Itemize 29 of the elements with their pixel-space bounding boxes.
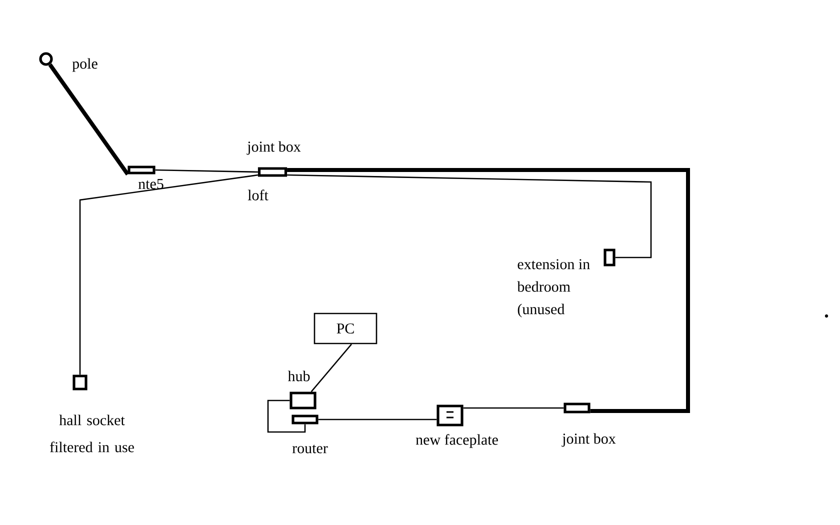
- node-label: loft: [248, 190, 268, 200]
- node-label: router: [292, 444, 328, 454]
- node-label: joint box: [562, 433, 616, 447]
- pc-box: PC: [314, 312, 378, 344]
- cable-line: [79, 174, 258, 375]
- router-box: [292, 414, 318, 424]
- node-label: new faceplate: [416, 434, 498, 448]
- node-label: pole: [72, 58, 98, 72]
- node-label: joint box: [246, 141, 301, 155]
- cable-line: [463, 407, 564, 409]
- cable-line: [48, 63, 130, 176]
- joint-box: [258, 167, 288, 177]
- cable-line: [267, 400, 306, 433]
- cable-line: [287, 174, 652, 258]
- socket-box: [604, 248, 616, 266]
- node-label: hub: [288, 370, 310, 382]
- cable-line: [155, 169, 258, 173]
- node-label: nte5: [138, 179, 164, 189]
- cable-line: [310, 344, 352, 392]
- node-label: hall socket filtered in use: [50, 414, 134, 452]
- node-label: extension in bedroom (unused: [517, 259, 590, 318]
- socket-box: [72, 374, 88, 390]
- cable-line: [287, 168, 690, 413]
- hub-box: [290, 392, 316, 410]
- cable-line: [318, 418, 437, 420]
- faceplate-box: [436, 404, 464, 426]
- pole-circle: [39, 52, 53, 66]
- terminal-box: [128, 166, 156, 174]
- joint-box: [564, 402, 590, 414]
